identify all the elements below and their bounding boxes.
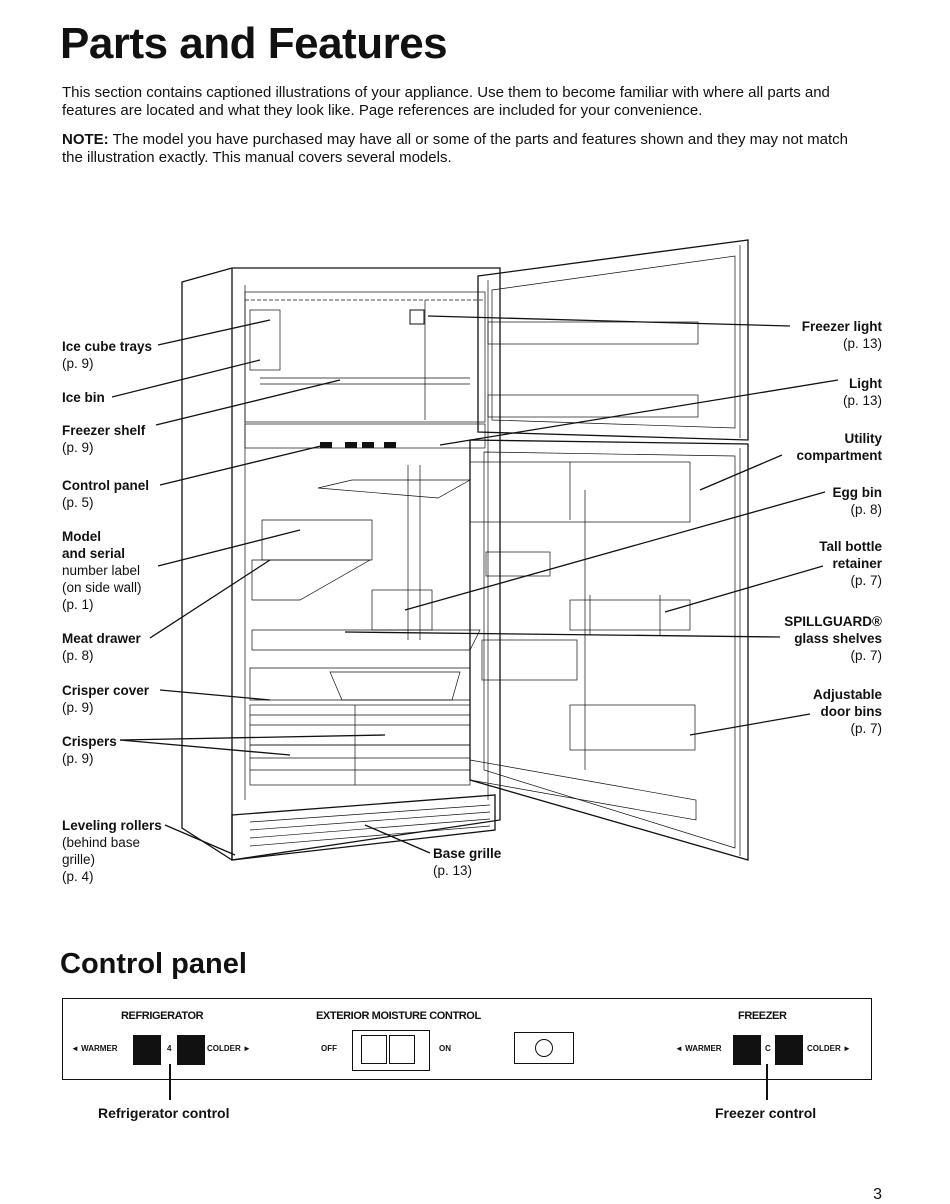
- freezer-control-caption: Freezer control: [715, 1105, 817, 1121]
- label-freezer-light: Freezer light(p. 13): [801, 319, 882, 351]
- intro-paragraph: This section contains captioned illustra…: [62, 84, 830, 119]
- refrigerator-warmer-label: ◄ WARMER: [71, 1044, 118, 1053]
- label-ice-bin: Ice bin: [62, 390, 105, 405]
- label-control-panel: Control panel(p. 5): [62, 478, 149, 510]
- light-switch-circle-icon: [535, 1039, 553, 1057]
- freezer-setting[interactable]: C: [765, 1044, 771, 1053]
- freezer-slider-right: [775, 1035, 803, 1065]
- label-light: Light(p. 13): [842, 376, 882, 408]
- page-number: 3: [873, 1186, 882, 1203]
- freezer-warmer-label: ◄ WARMER: [675, 1044, 722, 1053]
- label-ice-cube-trays: Ice cube trays(p. 9): [62, 339, 153, 371]
- moisture-off-label: OFF: [321, 1044, 337, 1053]
- moisture-switch-off-half: [361, 1035, 387, 1064]
- label-crispers: Crispers(p. 9): [62, 734, 117, 766]
- label-freezer-shelf: Freezer shelf(p. 9): [62, 423, 146, 455]
- note-label: NOTE:: [62, 131, 109, 148]
- note-paragraph: NOTE: The model you have purchased may h…: [62, 131, 872, 167]
- moisture-switch[interactable]: [352, 1030, 430, 1071]
- refrigerator-setting[interactable]: 4: [167, 1044, 172, 1053]
- control-panel-diagram: REFRIGERATOR ◄ WARMER 4 COLDER ► EXTERIO…: [62, 998, 872, 1080]
- refrigerator-illustration: [111, 239, 839, 861]
- note-text: The model you have purchased may have al…: [62, 131, 848, 166]
- refrigerator-slider-left: [133, 1035, 161, 1065]
- label-meat-drawer: Meat drawer(p. 8): [62, 631, 141, 663]
- label-spillguard-shelves: SPILLGUARD®glass shelves(p. 7): [784, 614, 882, 663]
- freezer-control-leader: [766, 1064, 768, 1100]
- label-leveling-rollers: Leveling rollers (behind base grille) (p…: [62, 818, 162, 884]
- label-model-serial: Model and serial number label (on side w…: [62, 529, 142, 612]
- control-panel-heading: Control panel: [60, 948, 247, 980]
- freezer-colder-label: COLDER ►: [807, 1044, 851, 1053]
- freezer-slider-left: [733, 1035, 761, 1065]
- page-title: Parts and Features: [60, 19, 448, 68]
- moisture-control-heading: EXTERIOR MOISTURE CONTROL: [316, 1010, 481, 1022]
- refrigerator-slider-right: [177, 1035, 205, 1065]
- label-crisper-cover: Crisper cover(p. 9): [62, 683, 150, 715]
- refrigerator-colder-label: COLDER ►: [207, 1044, 251, 1053]
- label-base-grille: Base grille(p. 13): [433, 846, 502, 878]
- refrigerator-heading: REFRIGERATOR: [121, 1010, 204, 1022]
- freezer-heading: FREEZER: [738, 1010, 787, 1022]
- light-switch[interactable]: [514, 1032, 574, 1064]
- refrigerator-control-leader: [169, 1064, 171, 1100]
- refrigerator-control-caption: Refrigerator control: [98, 1105, 230, 1121]
- moisture-on-label: ON: [439, 1044, 451, 1053]
- label-egg-bin: Egg bin(p. 8): [832, 485, 883, 517]
- moisture-switch-on-half: [389, 1035, 415, 1064]
